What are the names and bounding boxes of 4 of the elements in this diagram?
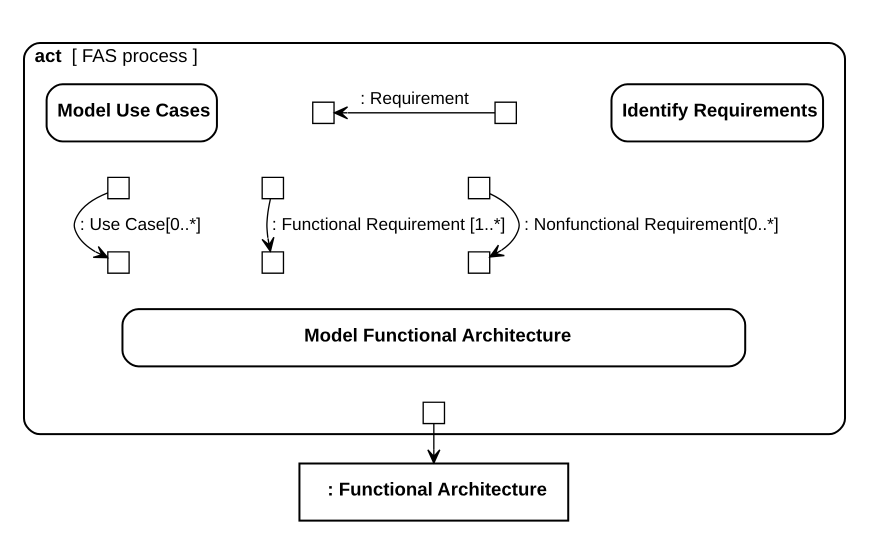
- edge-label: : Functional Requirement [1..*]: [272, 213, 506, 234]
- edge-label: : Use Case[0..*]: [80, 213, 201, 234]
- edge-label: : Requirement: [360, 88, 469, 108]
- edge-label: : Nonfunctional Requirement[0..*]: [524, 213, 779, 234]
